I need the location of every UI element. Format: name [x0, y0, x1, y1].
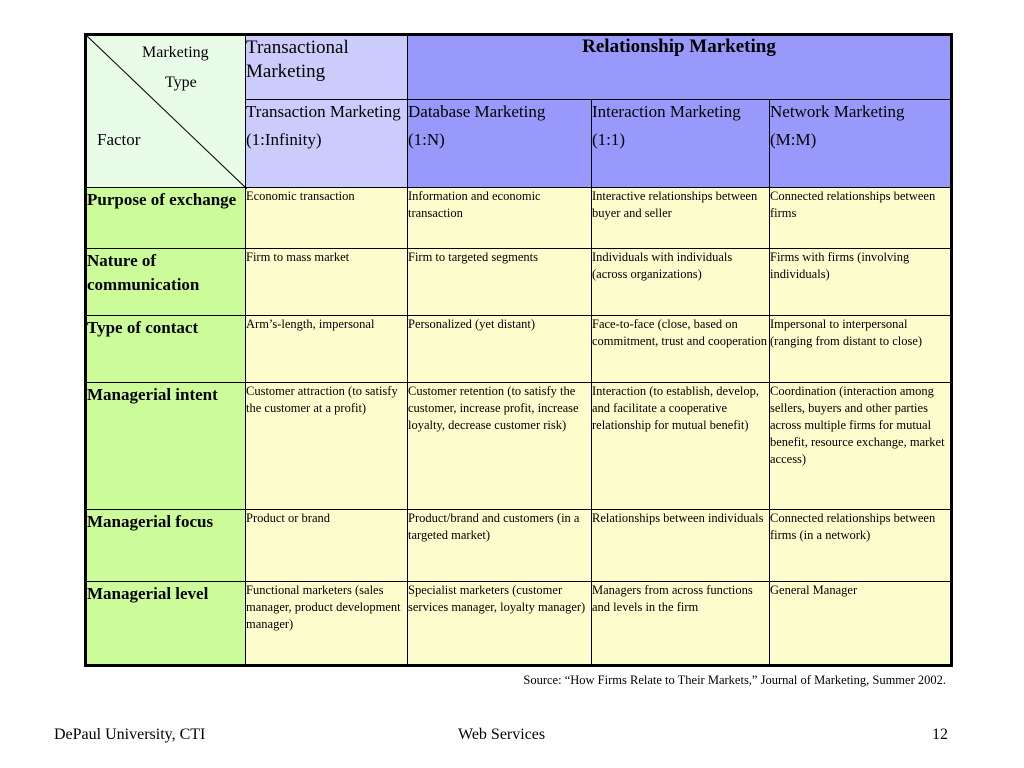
marketing-type-label: Marketing	[142, 44, 209, 61]
table-row: Purpose of exchange Economic transaction…	[85, 187, 952, 249]
table-cell: Specialist marketers (customer services …	[407, 581, 592, 666]
table-cell: Managers from across functions and level…	[591, 581, 770, 666]
subheader-transaction-marketing: Transaction Marketing (1:Infinity)	[245, 99, 408, 188]
subheader-database-marketing: Database Marketing (1:N)	[407, 99, 592, 188]
relationship-marketing-header: Relationship Marketing	[407, 34, 952, 100]
table-cell: Face-to-face (close, based on commitment…	[591, 315, 770, 383]
table-cell: Economic transaction	[245, 187, 408, 249]
subheader-name: Transaction Marketing	[246, 102, 401, 121]
table-cell: Coordination (interaction among sellers,…	[769, 382, 952, 510]
table-row: Managerial level Functional marketers (s…	[85, 581, 952, 666]
table-cell: Customer attraction (to satisfy the cust…	[245, 382, 408, 510]
factor-label: Factor	[97, 130, 141, 149]
table-cell: Connected relationships between firms	[769, 187, 952, 249]
transactional-marketing-header: Transactional Marketing	[245, 34, 408, 100]
table-cell: Impersonal to interpersonal (ranging fro…	[769, 315, 952, 383]
table-row: Managerial focus Product or brand Produc…	[85, 509, 952, 582]
subheader-name: Database Marketing	[408, 102, 546, 121]
table-cell: Firm to mass market	[245, 248, 408, 316]
subheader-network-marketing: Network Marketing (M:M)	[769, 99, 952, 188]
marketing-type-label-line2: Type	[165, 74, 197, 91]
table-cell: Product or brand	[245, 509, 408, 582]
table-row: Managerial intent Customer attraction (t…	[85, 382, 952, 510]
corner-header-cell: Marketing Type Factor	[85, 34, 247, 189]
table-cell: Firms with firms (involving individuals)	[769, 248, 952, 316]
table-cell: Connected relationships between firms (i…	[769, 509, 952, 582]
subheader-ratio: (1:1)	[592, 130, 626, 149]
table-cell: Personalized (yet distant)	[407, 315, 592, 383]
table-cell: General Manager	[769, 581, 952, 666]
table-cell: Interaction (to establish, develop, and …	[591, 382, 770, 510]
subheader-ratio: (1:Infinity)	[246, 130, 322, 149]
subheader-name: Interaction Marketing	[592, 102, 741, 121]
footer-course-title: Web Services	[458, 726, 546, 743]
factor-managerial-level: Managerial level	[85, 581, 246, 666]
subheader-name: Network Marketing	[770, 102, 905, 121]
factor-managerial-focus: Managerial focus	[85, 509, 246, 582]
footer-page-number: 12	[932, 726, 948, 743]
table-cell: Firm to targeted segments	[407, 248, 592, 316]
subheader-ratio: (1:N)	[408, 130, 445, 149]
subheader-interaction-marketing: Interaction Marketing (1:1)	[591, 99, 770, 188]
table-cell: Individuals with individuals (across org…	[591, 248, 770, 316]
factor-managerial-intent: Managerial intent	[85, 382, 246, 510]
table-cell: Customer retention (to satisfy the custo…	[407, 382, 592, 510]
footer-institution: DePaul University, CTI	[54, 726, 206, 743]
table-cell: Relationships between individuals	[591, 509, 770, 582]
subheader-ratio: (M:M)	[770, 130, 817, 149]
marketing-comparison-table: Marketing Type Factor Transactional Mark…	[84, 33, 953, 667]
table-cell: Information and economic transaction	[407, 187, 592, 249]
diagonal-divider	[87, 36, 247, 189]
table-cell: Interactive relationships between buyer …	[591, 187, 770, 249]
table-cell: Product/brand and customers (in a target…	[407, 509, 592, 582]
factor-type-of-contact: Type of contact	[85, 315, 246, 383]
source-citation: Source: “How Firms Relate to Their Marke…	[523, 673, 946, 687]
table-row: Nature of communication Firm to mass mar…	[85, 248, 952, 316]
table-cell: Functional marketers (sales manager, pro…	[245, 581, 408, 666]
factor-purpose-of-exchange: Purpose of exchange	[85, 187, 246, 249]
table-cell: Arm’s-length, impersonal	[245, 315, 408, 383]
factor-nature-of-communication: Nature of communication	[85, 248, 246, 316]
table-row: Type of contact Arm’s-length, impersonal…	[85, 315, 952, 383]
